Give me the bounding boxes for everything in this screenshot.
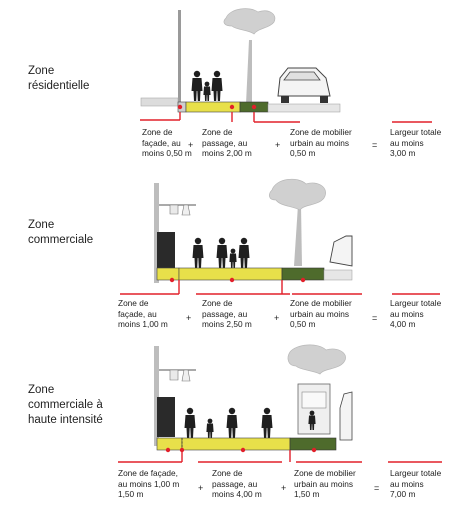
section-residential-drawing: [140, 8, 432, 123]
passage-label: Zone de passage, au moins 4,00 m: [212, 468, 262, 499]
pedestrians: [192, 237, 250, 268]
plus-sign: +: [198, 483, 204, 493]
furniture-label: Zone de mobilier urbain au moins 0,50 m: [290, 298, 352, 329]
facade-label: Zone de façade, au moins 1,00 m: [118, 298, 168, 329]
plus-sign: +: [275, 140, 281, 150]
zone-title-high-intensity: Zone commerciale à haute intensité: [28, 384, 103, 426]
tree-crown: [287, 344, 346, 375]
facade-label: Zone de façade, au moins 0,50 m: [142, 127, 192, 158]
equals-sign: =: [372, 140, 378, 150]
passage-label: Zone de passage, au moins 2,00 m: [202, 127, 252, 158]
house-wall: [140, 97, 179, 107]
furniture-label: Zone de mobilier urbain au moins 0,50 m: [290, 127, 352, 158]
tree-trunk: [246, 40, 252, 104]
facade-zone: [156, 437, 183, 451]
zone-markers: [120, 280, 440, 295]
pedestrians: [191, 70, 223, 101]
facade-label: Zone de façade, au moins 1,00 m 1,50 m: [118, 468, 180, 499]
road: [323, 269, 353, 281]
total-label: Largeur totale au moins 3,00 m: [390, 127, 442, 158]
equals-sign: =: [374, 483, 380, 493]
car: [277, 67, 331, 103]
furniture-label: Zone de mobilier urbain au moins 1,50 m: [294, 468, 356, 499]
section-commercial-drawing: [120, 178, 440, 295]
road: [267, 103, 341, 113]
building-facade: [154, 183, 159, 283]
zone-title-commercial: Zone commerciale: [28, 219, 94, 246]
building-facade: [154, 346, 159, 446]
passage-label: Zone de passage, au moins 2,50 m: [202, 298, 252, 329]
zone-markers: [140, 112, 432, 123]
plus-sign: +: [274, 313, 280, 323]
section-high-intensity-drawing: [118, 344, 442, 463]
zone-markers: [118, 450, 442, 463]
shop-sign: [169, 204, 179, 215]
tree-crown: [223, 8, 276, 35]
pedestrians: [184, 407, 316, 438]
zone-title-residential: Zone résidentielle: [28, 65, 90, 92]
passage-zone: [181, 437, 291, 451]
passage-zone: [178, 267, 283, 281]
total-label: Largeur totale au moins 4,00 m: [390, 298, 442, 329]
plus-sign: +: [186, 313, 192, 323]
total-label: Largeur totale au moins 7,00 m: [390, 468, 442, 499]
plus-sign: +: [281, 483, 287, 493]
equals-sign: =: [372, 313, 378, 323]
tree-crown: [269, 178, 326, 211]
plus-sign: +: [188, 140, 194, 150]
pole: [178, 10, 181, 104]
shop-sign: [169, 369, 179, 381]
tree-trunk: [294, 205, 302, 266]
facade-zone: [156, 267, 180, 281]
